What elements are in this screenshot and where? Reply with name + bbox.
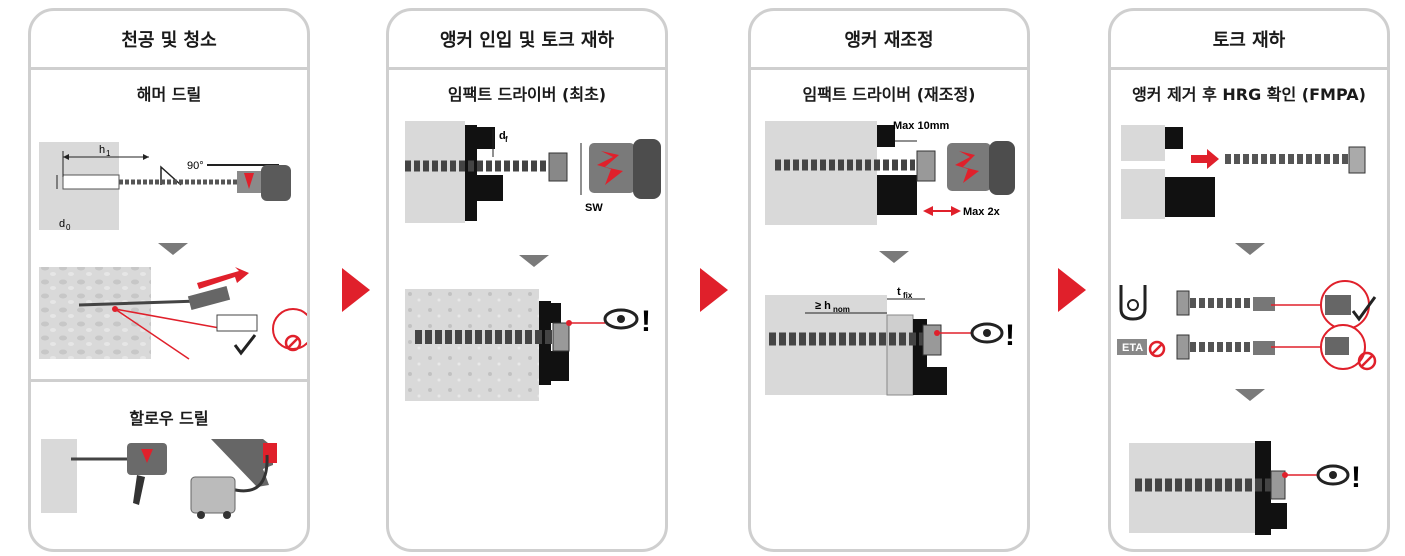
check-icon	[233, 334, 257, 356]
exclamation-icon: !	[641, 305, 651, 338]
hammer-drill-illustration: h 1 d 0 90°	[39, 142, 291, 232]
max-2x-label: Max 2x	[963, 206, 1001, 218]
installed-anchor-illustration: !	[405, 289, 651, 401]
down-triangle-icon	[519, 255, 549, 267]
step-panel-drilling: 천공 및 청소 해머 드릴 h 1 d 0 90°	[28, 8, 310, 552]
hammer-drill-label: 해머 드릴	[136, 85, 202, 104]
step-panel-torque: 토크 재하 앵커 제거 후 HRG 확인 (FMPA) ETA	[1108, 8, 1390, 552]
removal-check-label: 앵커 제거 후 HRG 확인 (FMPA)	[1132, 85, 1366, 104]
check-icon	[1351, 296, 1377, 322]
down-triangle-icon	[879, 251, 909, 263]
removed-anchor-illustration	[1121, 125, 1366, 219]
prohibited-icon	[1357, 351, 1377, 371]
panel-title: 앵커 재조정	[751, 11, 1027, 70]
df-label: d	[499, 130, 506, 142]
sw-label: SW	[585, 202, 603, 214]
eta-label: ETA	[1122, 342, 1143, 354]
step-panel-readjustment: 앵커 재조정 임팩트 드라이버 (재조정) Max 10mm Max 2x ≥ …	[748, 8, 1030, 552]
setting-illustration: d f SW	[405, 121, 661, 223]
svg-text:fix: fix	[903, 291, 913, 300]
prohibited-icon	[284, 334, 302, 352]
flow-arrow-icon	[342, 268, 370, 312]
max-10mm-label: Max 10mm	[893, 120, 949, 132]
final-anchor-illustration: !	[1129, 441, 1361, 535]
svg-text:1: 1	[106, 149, 111, 158]
flow-arrow-icon	[700, 268, 728, 312]
svg-text:f: f	[505, 135, 508, 144]
svg-text:0: 0	[66, 223, 71, 232]
section-divider	[31, 379, 307, 382]
panel-title: 토크 재하	[1111, 11, 1387, 70]
cleaning-illustration	[39, 267, 307, 360]
svg-text:nom: nom	[833, 305, 850, 314]
step-panel-installation: 앵커 인입 및 토크 재하 임팩트 드라이버 (최초) d f SW !	[386, 8, 668, 552]
angle-label: 90°	[187, 160, 204, 172]
prohibited-icon	[1148, 340, 1166, 358]
exclamation-icon: !	[1005, 319, 1015, 352]
exclamation-icon: !	[1351, 461, 1361, 494]
d0-label: d	[59, 218, 65, 230]
hnom-label: ≥ h	[815, 300, 831, 312]
hollow-drill-label: 할로우 드릴	[129, 409, 209, 428]
flow-arrow-icon	[1058, 268, 1086, 312]
hrg-check-illustration: ETA	[1117, 280, 1377, 371]
impact-driver-initial-label: 임팩트 드라이버 (최초)	[447, 85, 607, 104]
h1-label: h	[99, 144, 105, 156]
hollow-drill-illustration	[41, 439, 277, 519]
down-triangle-icon	[1235, 389, 1265, 401]
readjust-illustration: Max 10mm Max 2x	[765, 120, 1015, 225]
down-triangle-icon	[158, 243, 188, 255]
impact-driver-readjust-label: 임팩트 드라이버 (재조정)	[802, 85, 976, 104]
readjusted-anchor-illustration: ≥ h nom t fix !	[765, 286, 1015, 396]
tfix-label: t	[897, 286, 901, 298]
down-triangle-icon	[1235, 243, 1265, 255]
panel-title: 앵커 인입 및 토크 재하	[389, 11, 665, 70]
panel-title: 천공 및 청소	[31, 11, 307, 70]
